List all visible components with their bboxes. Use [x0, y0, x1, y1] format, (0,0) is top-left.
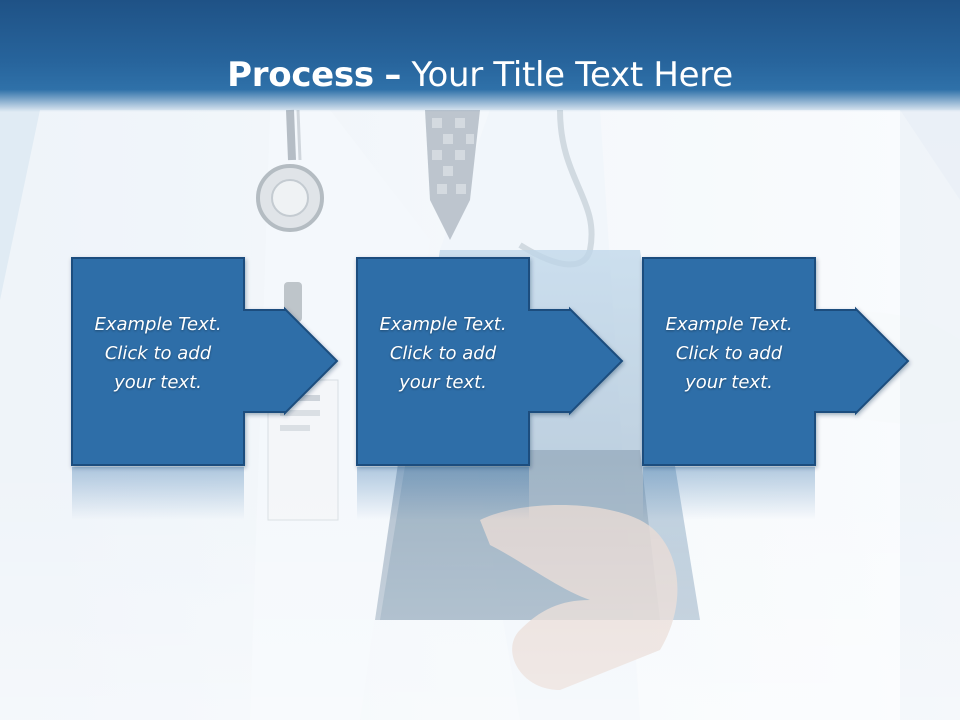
process-step-1[interactable] [71, 257, 339, 520]
process-reflection [72, 467, 244, 520]
process-step-2[interactable] [356, 257, 624, 520]
process-reflection [643, 467, 815, 520]
step-3-text[interactable]: Example Text. Click to add your text. [665, 314, 793, 393]
step-1-text[interactable]: Example Text. Click to add your text. [94, 314, 222, 393]
title-bold-part: Process [227, 55, 374, 95]
process-arrow-shape [642, 257, 910, 466]
process-arrow-shape [356, 257, 624, 466]
title-dash: – [384, 55, 402, 95]
step-2-text[interactable]: Example Text. Click to add your text. [379, 314, 507, 393]
title-bar [0, 0, 960, 112]
process-reflection [357, 467, 529, 520]
title-rest-part: Your Title Text Here [411, 55, 734, 95]
process-arrow-shape [71, 257, 339, 466]
slide-title[interactable]: Process – Your Title Text Here [0, 50, 960, 100]
process-step-3[interactable] [642, 257, 910, 520]
